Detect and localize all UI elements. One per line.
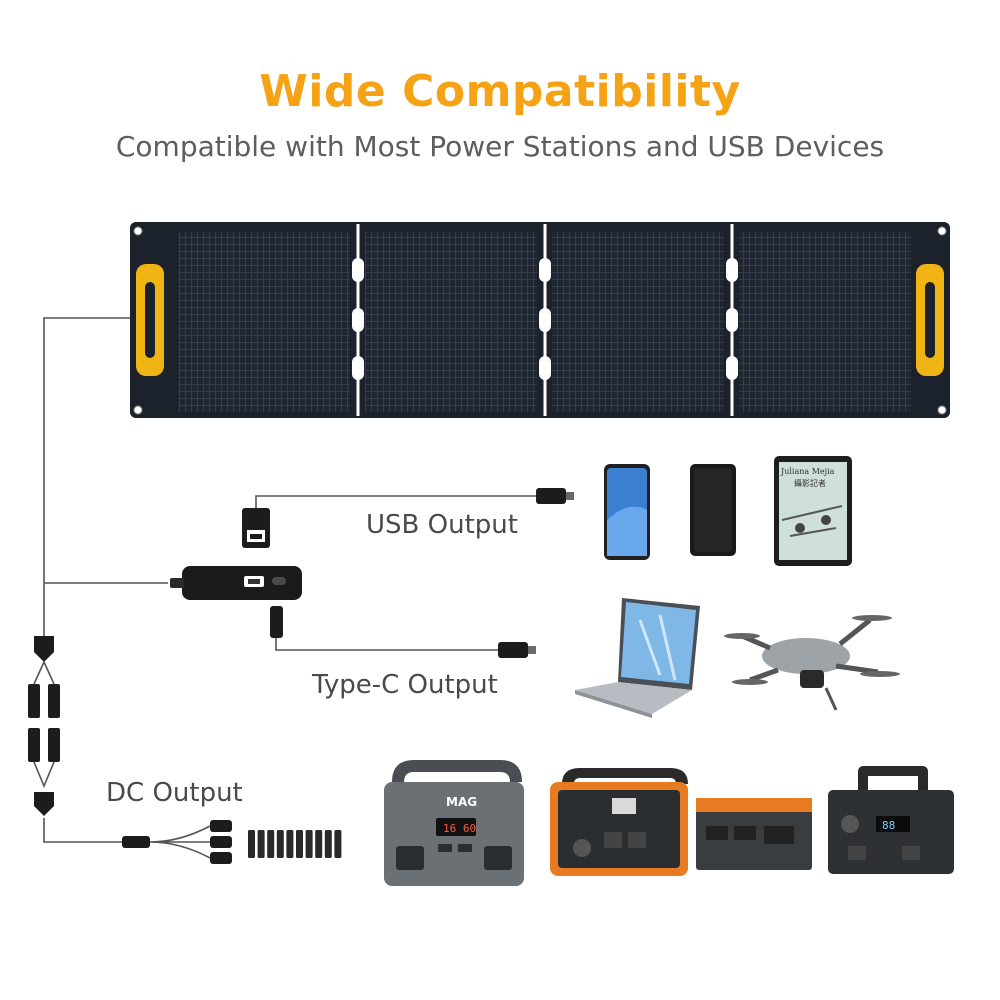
dc-adapter-tip [276, 830, 284, 858]
typec-output-label: Type-C Output [312, 670, 498, 700]
solar-cell-array-1 [178, 232, 350, 412]
dc-adapter-tip [267, 830, 275, 858]
dc-adapter-tips [248, 830, 342, 858]
tablet-text-line2: 攝影記者 [794, 478, 826, 488]
usb-output-label: USB Output [366, 510, 518, 540]
smartphone-image [604, 464, 650, 560]
main-cable [43, 317, 168, 843]
power-station-2-image [550, 768, 688, 876]
laptop-image [575, 598, 700, 718]
power-station-4-image: 88 [828, 766, 954, 874]
power-bank-image [690, 464, 736, 556]
solar-cell-array-3 [552, 232, 724, 412]
dc-output-label: DC Output [106, 778, 243, 808]
power-station-3-image [696, 798, 812, 870]
page-subtitle: Compatible with Most Power Stations and … [115, 130, 885, 163]
dc-adapter-tip [257, 830, 265, 858]
solar-panel [130, 222, 950, 418]
power-station-1-display: 16 60 [443, 822, 476, 835]
panel-handle-left [136, 264, 164, 376]
dc-output-splitter [122, 820, 232, 864]
dc-adapter-tip [286, 830, 294, 858]
usb-controller-box [170, 566, 302, 600]
panel-handle-right [916, 264, 944, 376]
solar-cell-array-4 [739, 232, 911, 412]
drone-image [724, 615, 900, 711]
dc-adapter-tip [305, 830, 313, 858]
power-station-1-brand: MAG [446, 795, 477, 809]
tablet-text-line1: Juliana Mejia [780, 467, 835, 476]
power-station-1-image: 16 60 MAG [384, 760, 524, 886]
page-title: Wide Compatibility [259, 66, 741, 117]
usb-output-cable [242, 488, 574, 548]
power-station-4-display: 88 [882, 819, 895, 832]
solar-cell-array-2 [365, 232, 537, 412]
tablet-image: Juliana Mejia 攝影記者 [774, 456, 852, 566]
dc-adapter-tip [334, 830, 342, 858]
dc-adapter-tip [324, 830, 332, 858]
dc-adapter-tip [296, 830, 303, 858]
typec-output-cable [270, 606, 536, 658]
dc-adapter-tip [248, 830, 255, 858]
dc-adapter-tip [315, 830, 323, 858]
mc4-connectors [28, 636, 60, 816]
